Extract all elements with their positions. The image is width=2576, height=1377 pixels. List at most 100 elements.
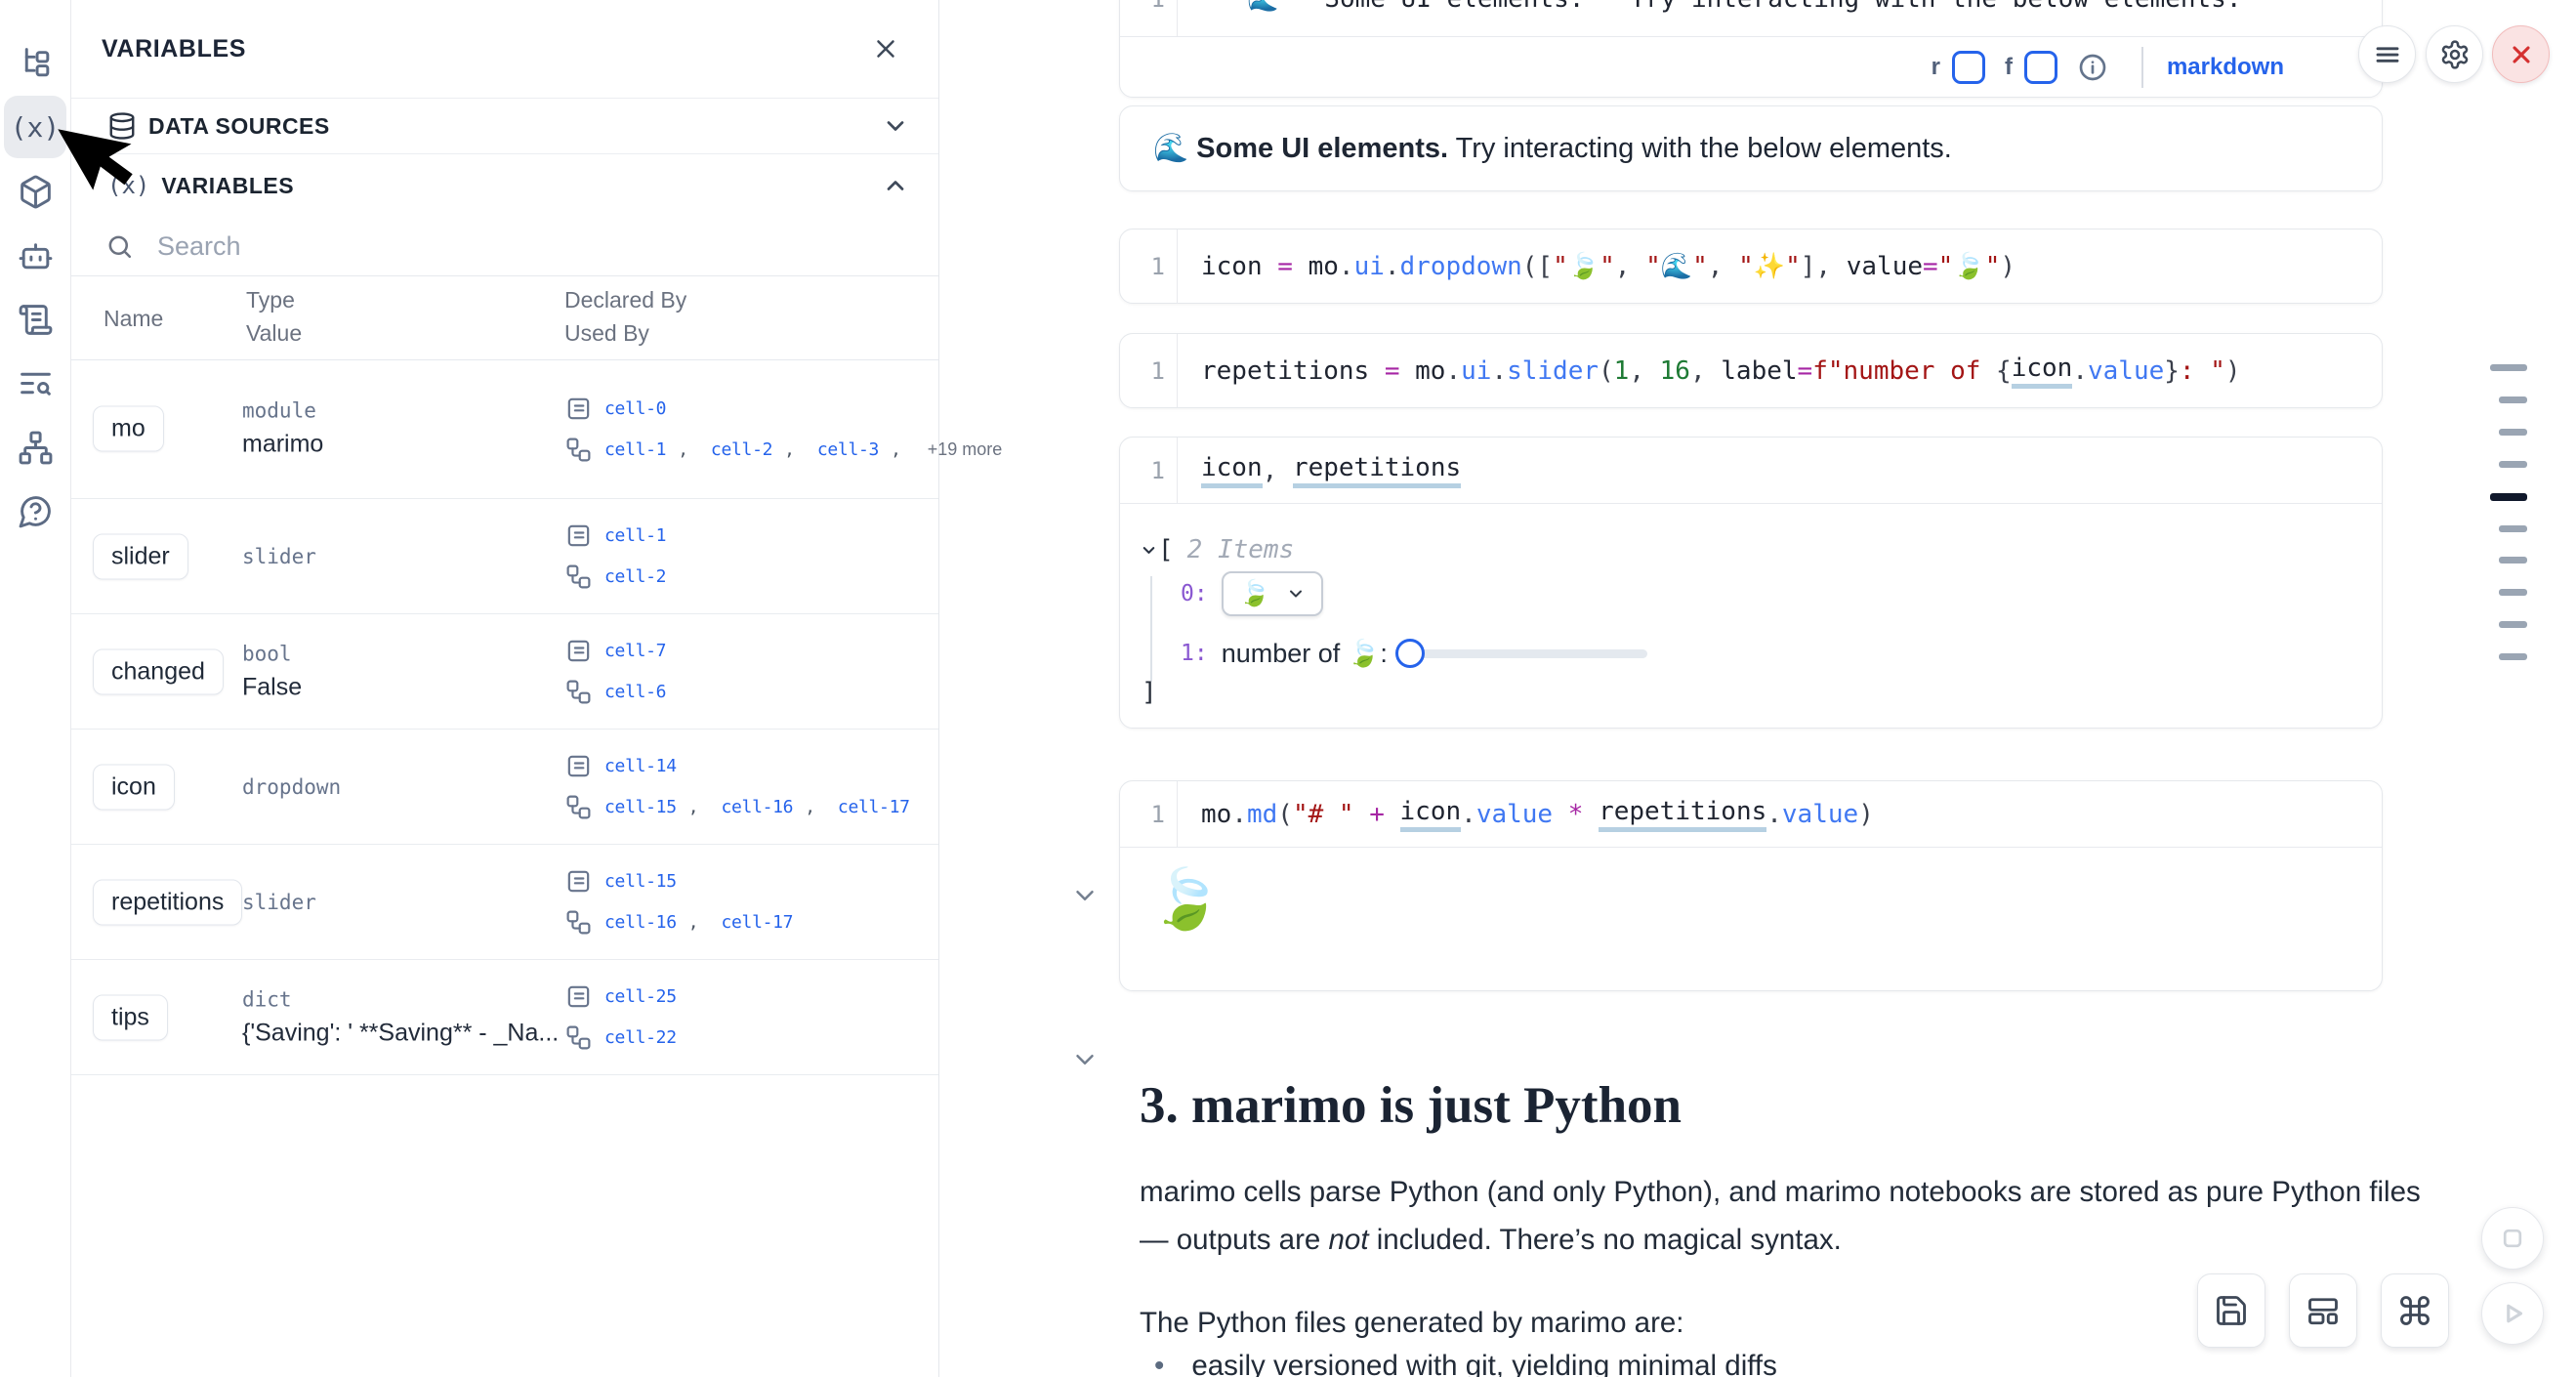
notebook-menu-button[interactable]: [2358, 25, 2416, 83]
used-by-cell-link[interactable]: cell-16: [604, 912, 677, 933]
code-token: "🍃": [1553, 252, 1615, 281]
square-icon: [2503, 1229, 2522, 1248]
shutdown-button[interactable]: [2492, 25, 2550, 83]
section-variables[interactable]: (x) VARIABLES: [70, 154, 938, 217]
used-by-icon: [566, 795, 591, 819]
save-button[interactable]: [2197, 1273, 2265, 1348]
used-by-cell-link[interactable]: cell-16: [721, 797, 794, 817]
variable-name-badge: icon: [93, 764, 175, 810]
minimap-cell-tick[interactable]: [2499, 557, 2527, 564]
declared-by-cell-link[interactable]: cell-0: [604, 397, 667, 419]
code-editor[interactable]: mo.md("# " + icon.value * repetitions.va…: [1178, 781, 1874, 847]
minimap-cell-tick[interactable]: [2499, 460, 2527, 468]
format-checkbox[interactable]: [2023, 50, 2057, 84]
used-by-cell-link[interactable]: cell-3: [816, 438, 880, 460]
variable-name-badge: tips: [93, 994, 168, 1040]
minimap-cell-tick-active[interactable]: [2490, 492, 2527, 501]
code-token: .: [1338, 252, 1354, 281]
save-floppy-icon: [2217, 1296, 2246, 1325]
used-by-cell-link[interactable]: cell-6: [604, 682, 667, 702]
keyboard-shortcuts-button[interactable]: [2381, 1273, 2449, 1348]
minimap-cell-tick[interactable]: [2499, 653, 2527, 661]
used-by-cell-link[interactable]: cell-22: [604, 1027, 677, 1048]
used-by-cell-link[interactable]: cell-2: [604, 566, 667, 587]
settings-button[interactable]: [2426, 25, 2483, 83]
list-item: • easily versioned with git, yielding mi…: [1154, 1350, 1777, 1377]
sidebar-item-find[interactable]: [4, 352, 66, 414]
divider: [2140, 46, 2143, 88]
scroll-to-cell-button[interactable]: [2481, 1207, 2544, 1270]
code-token: : ": [2179, 356, 2225, 386]
slider-thumb[interactable]: [1394, 639, 1425, 668]
slider-widget[interactable]: [1394, 638, 1647, 669]
collapse-section-button[interactable]: [1070, 1045, 1100, 1074]
used-by-cell-link[interactable]: cell-15: [604, 797, 677, 817]
column-header-declared-by: Declared By: [564, 287, 687, 313]
minimap-cell-tick[interactable]: [2499, 396, 2527, 403]
declared-by-icon: [567, 870, 590, 893]
help-bubble-icon: [19, 495, 51, 527]
sidebar-item-packages[interactable]: [4, 160, 66, 223]
minimap-cell-tick[interactable]: [2499, 524, 2527, 532]
sidebar-item-ai-assistant[interactable]: [4, 224, 66, 286]
variables-icon: (x): [10, 110, 61, 144]
code-token: slider: [1507, 356, 1600, 386]
declared-by-cell-link[interactable]: cell-1: [604, 525, 667, 546]
variable-name-badge: repetitions: [93, 879, 243, 925]
chevron-down-icon: [887, 121, 904, 131]
code-token: ,: [1614, 252, 1646, 281]
used-by-cell-link[interactable]: cell-2: [710, 438, 773, 460]
tree-index: 1:: [1181, 641, 1208, 666]
close-panel-button[interactable]: [864, 27, 907, 70]
declared-by-cell-link[interactable]: cell-14: [604, 756, 677, 776]
code-editor[interactable]: repetitions = mo.ui.slider(1, 16, label=…: [1178, 334, 2241, 408]
collapse-chevron-icon[interactable]: [1140, 541, 1158, 560]
layout-toggle-button[interactable]: [2289, 1273, 2357, 1348]
code-editor[interactable]: """🌊 **Some UI elements.** Try interacti…: [1178, 0, 2287, 36]
minimap-cell-tick[interactable]: [2499, 589, 2527, 597]
used-by-cell-link[interactable]: cell-17: [837, 797, 910, 817]
declared-by-cell-link[interactable]: cell-15: [604, 871, 677, 892]
used-by-cell-link[interactable]: cell-17: [721, 912, 794, 933]
info-icon[interactable]: [2077, 52, 2108, 83]
variable-name-badge: mo: [93, 405, 164, 452]
code-token: mo: [1415, 356, 1446, 386]
code-editor[interactable]: icon = mo.ui.dropdown(["🍃", "🌊", "✨"], v…: [1178, 230, 2015, 304]
collapse-output-button[interactable]: [1070, 881, 1100, 910]
variables-panel: VARIABLES DATA SOURCES (x) VARIABLES Nam…: [70, 0, 1002, 1377]
used-by-cell-link[interactable]: cell-1: [604, 438, 667, 460]
reactive-checkbox[interactable]: [1951, 50, 1985, 84]
minimap-cell-tick[interactable]: [2499, 621, 2527, 629]
sidebar-item-logs[interactable]: [4, 288, 66, 351]
panel-title: VARIABLES: [102, 35, 247, 63]
slider-track: [1394, 649, 1647, 658]
code-editor[interactable]: icon, repetitions: [1178, 438, 1462, 503]
code-token: repetitions: [1292, 453, 1462, 488]
dropdown-widget[interactable]: 🍃: [1221, 571, 1324, 616]
sidebar-item-dependency-graph[interactable]: [4, 416, 66, 479]
divider: [70, 98, 938, 99]
code-token: "✨": [1738, 252, 1801, 281]
sidebar-item-help[interactable]: [4, 480, 66, 542]
sidebar-item-file-tree[interactable]: [4, 31, 66, 94]
variable-name-badge: slider: [93, 533, 188, 579]
declared-by-cell-link[interactable]: cell-7: [604, 641, 667, 661]
minimap-cell-tick[interactable]: [2499, 428, 2527, 436]
search-input[interactable]: [155, 230, 784, 263]
run-cell-button[interactable]: [2481, 1282, 2544, 1345]
used-by-icon: [566, 564, 591, 589]
section-data-sources[interactable]: DATA SOURCES: [70, 99, 938, 154]
sidebar-item-variables[interactable]: (x): [4, 96, 66, 158]
language-mode-button[interactable]: markdown: [2166, 53, 2284, 80]
code-token: icon: [2011, 354, 2073, 389]
table-header: Name Type Value Declared By Used By: [70, 275, 938, 360]
declared-by-cell-link[interactable]: cell-25: [604, 986, 677, 1007]
minimap-cell-tick[interactable]: [2490, 364, 2527, 371]
